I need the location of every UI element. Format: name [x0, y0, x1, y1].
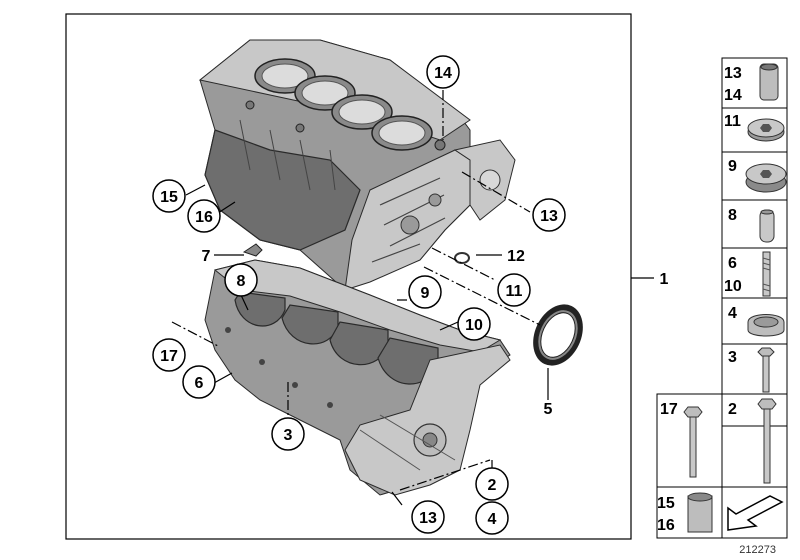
callout-13-lower-label: 13 — [419, 510, 437, 527]
callout-13-upper-label: 13 — [540, 208, 558, 225]
hex-bolt-medium-icon — [683, 406, 703, 478]
callout-8[interactable]: 8 — [224, 263, 258, 297]
hex-socket-plug-icon — [747, 118, 785, 142]
callout-9-label: 9 — [421, 285, 430, 302]
callout-2[interactable]: 2 — [475, 467, 509, 501]
parts-panel — [656, 57, 788, 539]
callout-5: 5 — [544, 401, 553, 418]
engine-block-illustration — [198, 39, 516, 291]
callout-1: 1 — [660, 271, 669, 288]
callout-4[interactable]: 4 — [475, 501, 509, 535]
callout-11[interactable]: 11 — [497, 273, 531, 307]
callout-5-label: 5 — [544, 401, 553, 418]
parts-row-17-label: 17 — [660, 401, 678, 418]
parts-row-15-16-label-b: 16 — [657, 517, 675, 534]
dowel-pin-icon — [759, 209, 775, 243]
parts-row-11-label: 11 — [724, 113, 741, 130]
parts-row-3-label: 3 — [728, 349, 737, 366]
callout-1-label: 1 — [660, 271, 669, 288]
callout-3[interactable]: 3 — [271, 417, 305, 451]
o-ring-part — [454, 252, 470, 264]
parts-row-4[interactable]: 4 — [728, 305, 785, 337]
callout-11-label: 11 — [506, 283, 523, 300]
callout-15[interactable]: 15 — [152, 179, 186, 213]
parts-row-3[interactable]: 3 — [728, 347, 775, 393]
callout-10-label: 10 — [465, 317, 483, 334]
callout-17[interactable]: 17 — [152, 338, 186, 372]
parts-row-9-label: 9 — [728, 158, 737, 175]
parts-row-11[interactable]: 11 — [724, 113, 785, 142]
parts-row-6-10[interactable]: 6 10 — [724, 251, 771, 297]
callout-16-label: 16 — [195, 209, 213, 226]
callout-8-label: 8 — [237, 273, 246, 290]
parts-row-15-16-label-a: 15 — [657, 495, 675, 512]
callout-16[interactable]: 16 — [187, 199, 221, 233]
callout-4-label: 4 — [488, 511, 497, 528]
callout-10[interactable]: 10 — [457, 307, 491, 341]
stud-bolt-icon — [762, 251, 771, 297]
callout-6-label: 6 — [195, 375, 204, 392]
callout-2-label: 2 — [488, 477, 497, 494]
reference-number: 212273 — [739, 544, 776, 556]
sensor-part — [242, 243, 263, 257]
callout-13-upper[interactable]: 13 — [532, 198, 566, 232]
arrow-down-left-icon — [727, 495, 784, 531]
callout-14[interactable]: 14 — [426, 55, 460, 89]
callout-17-label: 17 — [160, 348, 178, 365]
leader-lines — [171, 90, 654, 506]
callout-12-label: 12 — [507, 248, 525, 265]
parts-row-9[interactable]: 9 — [728, 158, 787, 193]
callout-15-label: 15 — [160, 189, 178, 206]
callout-13-lower[interactable]: 13 — [411, 500, 445, 534]
hex-bolt-long-icon — [757, 398, 777, 484]
callout-9[interactable]: 9 — [408, 275, 442, 309]
crankcase-illustration — [204, 259, 511, 496]
parts-row-4-label: 4 — [728, 305, 737, 322]
callout-14-label: 14 — [434, 65, 452, 82]
parts-row-15-16[interactable]: 15 16 — [657, 492, 713, 534]
parts-row-8[interactable]: 8 — [728, 207, 775, 243]
parts-row-13-14-label-a: 13 — [724, 65, 742, 82]
sleeve-bushing-icon — [687, 492, 713, 533]
parts-row-2[interactable]: 2 — [728, 398, 777, 484]
parts-row-13-14-label-b: 14 — [724, 87, 742, 104]
parts-row-17[interactable]: 17 — [660, 401, 703, 478]
parts-row-8-label: 8 — [728, 207, 737, 224]
callout-7: 7 — [202, 248, 211, 265]
main-frame — [65, 13, 632, 540]
hex-bolt-short-icon — [757, 347, 775, 393]
parts-row-6-10-label-a: 6 — [728, 255, 737, 272]
parts-row-6-10-label-b: 10 — [724, 278, 742, 295]
cup-plug-icon — [747, 314, 785, 337]
callout-3-label: 3 — [284, 427, 293, 444]
callout-12: 12 — [507, 248, 525, 265]
parts-row-2-label: 2 — [728, 401, 737, 418]
callout-7-label: 7 — [202, 248, 211, 265]
crankshaft-seal-ring — [533, 304, 583, 366]
callout-6[interactable]: 6 — [182, 365, 216, 399]
hex-socket-plug-large-icon — [745, 163, 787, 193]
parts-row-13-14[interactable]: 13 14 — [724, 63, 779, 104]
sleeve-dowel-icon — [759, 63, 779, 101]
